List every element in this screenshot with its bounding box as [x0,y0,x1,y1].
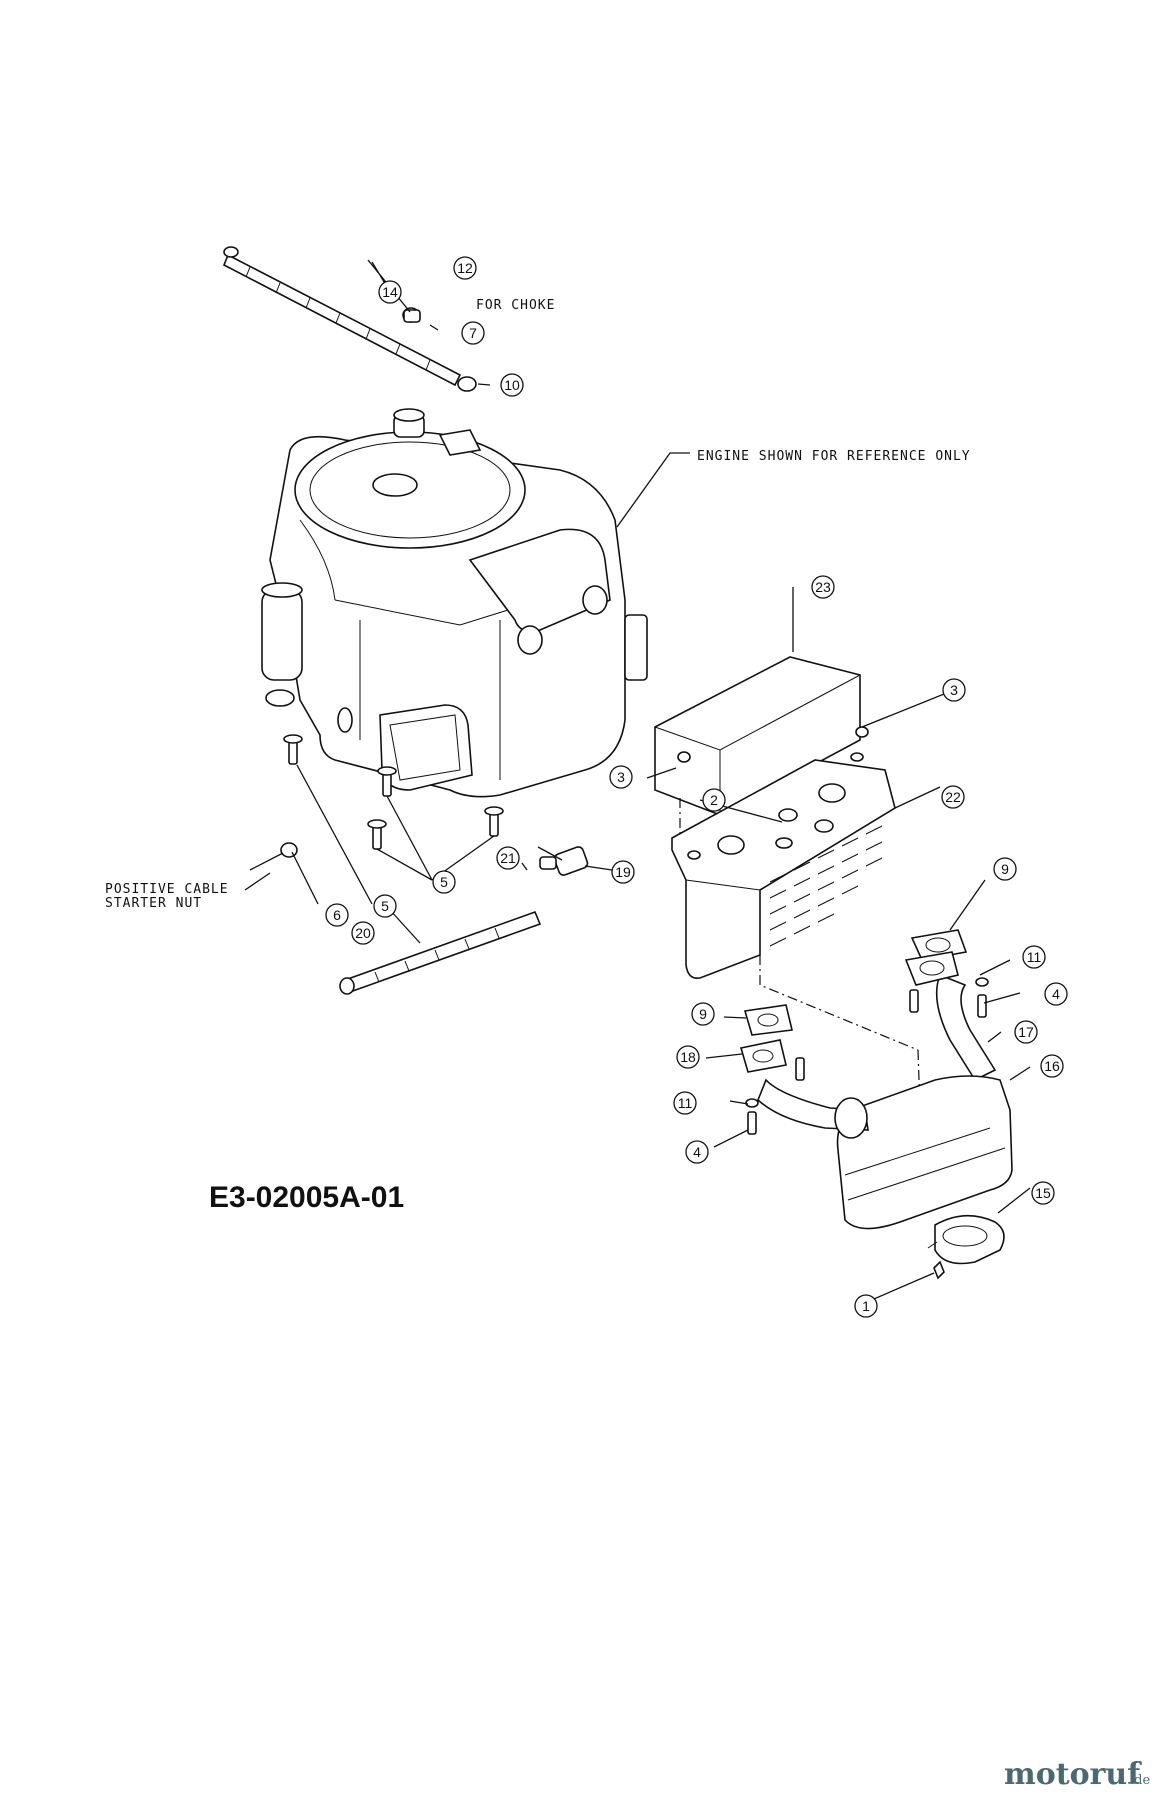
svg-text:11: 11 [1027,949,1042,965]
svg-text:4: 4 [1052,986,1060,1002]
svg-text:10: 10 [504,377,520,393]
note-starter-nut: STARTER NUT [105,896,202,911]
svg-text:11: 11 [678,1095,693,1111]
callout-3-left: 3 [609,765,633,789]
brand-name: motoruf [1004,1757,1142,1792]
callout-23: 23 [811,575,835,599]
callout-11-upper: 11 [1022,945,1046,969]
callout-1: 1 [854,1294,878,1318]
callout-9-lower: 9 [691,1002,715,1026]
svg-text:22: 22 [945,789,961,805]
svg-text:12: 12 [457,260,473,276]
svg-text:21: 21 [500,850,516,866]
callout-18: 18 [676,1045,700,1069]
engine-drawing [261,408,690,798]
svg-text:16: 16 [1044,1058,1060,1074]
callout-11-lower: 11 [673,1091,697,1115]
note-positive-cable: POSITIVE CABLE [105,882,229,897]
heat-shield-slots [769,825,883,947]
motoruf-logo: motoruf .de [1004,1757,1150,1792]
svg-text:3: 3 [950,682,958,698]
note-for-choke: FOR CHOKE [476,298,555,313]
callout-4-lower: 4 [685,1140,709,1164]
callout-21: 21 [496,846,520,870]
svg-text:20: 20 [355,925,371,941]
svg-text:5: 5 [381,898,389,914]
callout-4-upper: 4 [1044,982,1068,1006]
callout-17: 17 [1014,1020,1038,1044]
svg-text:14: 14 [382,284,398,300]
svg-text:1: 1 [862,1298,870,1314]
callout-7: 7 [461,321,485,345]
note-engine-reference: ENGINE SHOWN FOR REFERENCE ONLY [697,449,971,464]
svg-text:7: 7 [469,325,477,341]
svg-text:3: 3 [617,769,625,785]
callout-6: 6 [325,903,349,927]
callout-5-left: 5 [373,894,397,918]
svg-text:23: 23 [815,579,831,595]
heat-shield-assembly [646,587,955,1111]
lower-hose-assembly [249,734,613,995]
svg-text:15: 15 [1035,1185,1051,1201]
callout-14: 14 [378,280,402,304]
svg-text:18: 18 [680,1049,696,1065]
svg-text:4: 4 [693,1144,701,1160]
svg-text:9: 9 [1001,861,1009,877]
callout-16: 16 [1040,1054,1064,1078]
drawing-code: E3-02005A-01 [209,1181,404,1214]
svg-text:5: 5 [440,874,448,890]
callout-2: 2 [702,788,726,812]
callout-19: 19 [611,860,635,884]
choke-hose-assembly [222,246,491,392]
callout-20: 20 [351,921,375,945]
svg-text:9: 9 [699,1006,707,1022]
callout-3-right: 3 [942,678,966,702]
callout-10: 10 [500,373,524,397]
callout-22: 22 [941,785,965,809]
callout-15: 15 [1031,1181,1055,1205]
callout-12: 12 [453,256,477,280]
callout-9-upper: 9 [993,857,1017,881]
svg-text:2: 2 [710,792,718,808]
brand-tld: .de [1130,1773,1150,1788]
callout-5-right: 5 [432,870,456,894]
svg-text:17: 17 [1018,1024,1034,1040]
svg-text:6: 6 [333,907,341,923]
muffler-assembly [705,879,1031,1306]
svg-text:19: 19 [615,864,631,880]
